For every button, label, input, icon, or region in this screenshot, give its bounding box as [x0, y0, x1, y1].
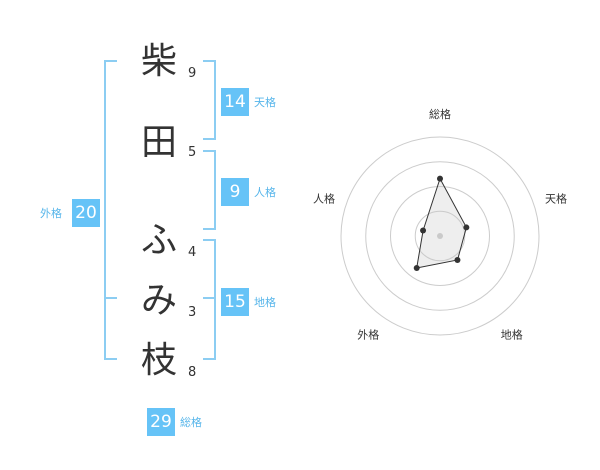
radar-ring-1: [414, 210, 466, 262]
jinkaku-label: 人格: [254, 186, 276, 199]
radar-point-天格: [463, 224, 470, 231]
soukaku-value-badge: 29: [147, 408, 175, 436]
radar-center-dot: [437, 233, 443, 239]
radar-axis-label: 地格: [501, 328, 523, 342]
stroke-count-5: 8: [188, 365, 197, 380]
name-char-2: 田: [141, 122, 178, 163]
stroke-count-3: 4: [188, 245, 197, 260]
radar-axis-label: 人格: [313, 191, 335, 205]
gaikaku-label: 外格: [40, 207, 62, 220]
jinkaku-bracket: [203, 150, 216, 230]
radar-point-外格: [413, 265, 420, 272]
radar-grid: [340, 136, 540, 336]
jinkaku-value-badge: 9: [221, 178, 249, 206]
chikaku-value-badge: 15: [221, 288, 249, 316]
radar-ring-3: [365, 161, 515, 311]
radar-point-人格: [420, 227, 427, 234]
name-char-4: み: [141, 280, 178, 321]
name-char-1: 柴: [141, 41, 178, 82]
radar-data-area: [416, 177, 467, 269]
radar-ring-2: [390, 186, 490, 286]
chikaku-bracket: [203, 239, 216, 360]
chikaku-label: 地格: [254, 296, 276, 309]
name-char-3: ふ: [141, 220, 178, 261]
gaikaku-bracket: [104, 60, 117, 360]
radar-point-総格: [437, 175, 443, 182]
soukaku-label: 総格: [180, 416, 202, 429]
radar-ring-4: [340, 136, 540, 336]
radar-axis-label: 総格: [429, 107, 451, 121]
radar-axis-label: 天格: [545, 191, 567, 205]
stroke-count-2: 5: [188, 145, 197, 160]
radar-data-points: [413, 175, 470, 272]
name-char-5: 枝: [141, 340, 178, 381]
radar-point-地格: [454, 257, 461, 264]
stroke-count-1: 9: [188, 66, 197, 81]
stroke-count-4: 3: [188, 305, 197, 320]
tenkaku-bracket: [203, 60, 216, 140]
gaikaku-value-badge: 20: [72, 199, 100, 227]
tenkaku-label: 天格: [254, 96, 276, 109]
tenkaku-value-badge: 14: [221, 88, 249, 116]
radar-axis-label: 外格: [357, 328, 379, 342]
